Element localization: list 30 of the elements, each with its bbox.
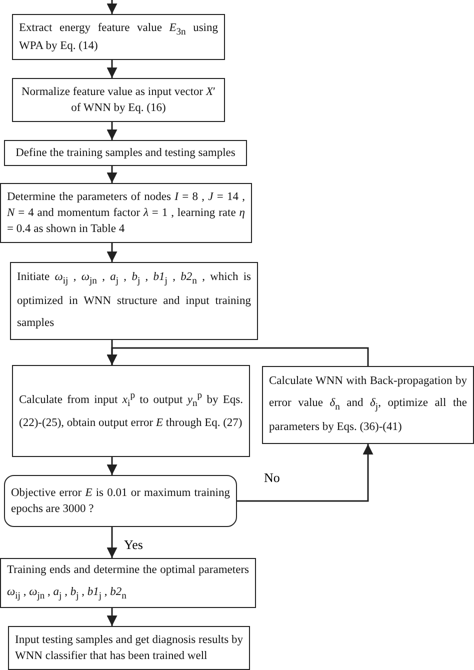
process-box: [10, 262, 258, 340]
box-text: Extract energy feature value E$_{3n}$ using WPA by Eq. (14): [19, 20, 218, 54]
box-text: Define the training samples and testing samples: [14, 146, 236, 161]
process-box: [262, 366, 474, 444]
arrow: [106, 166, 118, 183]
arrow: [106, 457, 118, 475]
process-box: [0, 183, 252, 243]
arrow: [106, 527, 118, 558]
box-text: Determine the parameters of nodes I = 8 , J = 14 , N = 4 and momentum factor λ = 1 , learning rate η = 0.4 as shown in Table 4: [7, 190, 245, 238]
process-box: [0, 558, 256, 608]
decision-box: [4, 475, 237, 527]
process-box: [12, 14, 225, 60]
arrow: [106, 347, 369, 366]
arrow: [106, 0, 118, 14]
arrow: [237, 444, 374, 502]
box-text: Initiate ω$_{ij}$ , ω$_{jn}$ , a$_{j}$ , b$_{j}$ , b1$_{j}$ , b2$_{n}$ , which is optimized in WNN structure and input training samples: [17, 270, 251, 331]
arrow: [106, 608, 118, 626]
arrow: [106, 122, 118, 140]
box-text: Normalize feature value as input vector X′ of WNN by Eq. (16): [20, 84, 217, 116]
box-text: Objective error E is 0.01 or maximum training epochs are 3000 ?: [11, 486, 230, 517]
process-box: [12, 365, 250, 457]
box-text: Training ends and determine the optimal parameters ω$_{ij}$ , ω$_{jn}$ , a$_{j}$ , b$_{j}$ , b1$_{j}$ , b2$_{n}$: [7, 563, 249, 604]
arrow: [106, 243, 118, 262]
process-box: [8, 626, 250, 670]
box-text: Calculate WNN with Back-propagation by error value δ$_{n}$ and δ$_{j}$, optimize all the parameters by Eqs. (36)-(41): [269, 374, 467, 435]
box-text: Input testing samples and get diagnosis results by WNN classifier that has been trained well: [15, 632, 243, 664]
box-text: Calculate from input x$_{i}$$^{p}$ to output y$_{n}$$^{p}$ by Eqs. (22)-(25), obtain output error E through Eq. (27): [19, 388, 243, 432]
process-box: [4, 140, 247, 166]
process-box: [12, 78, 225, 122]
arrow: [106, 60, 118, 78]
